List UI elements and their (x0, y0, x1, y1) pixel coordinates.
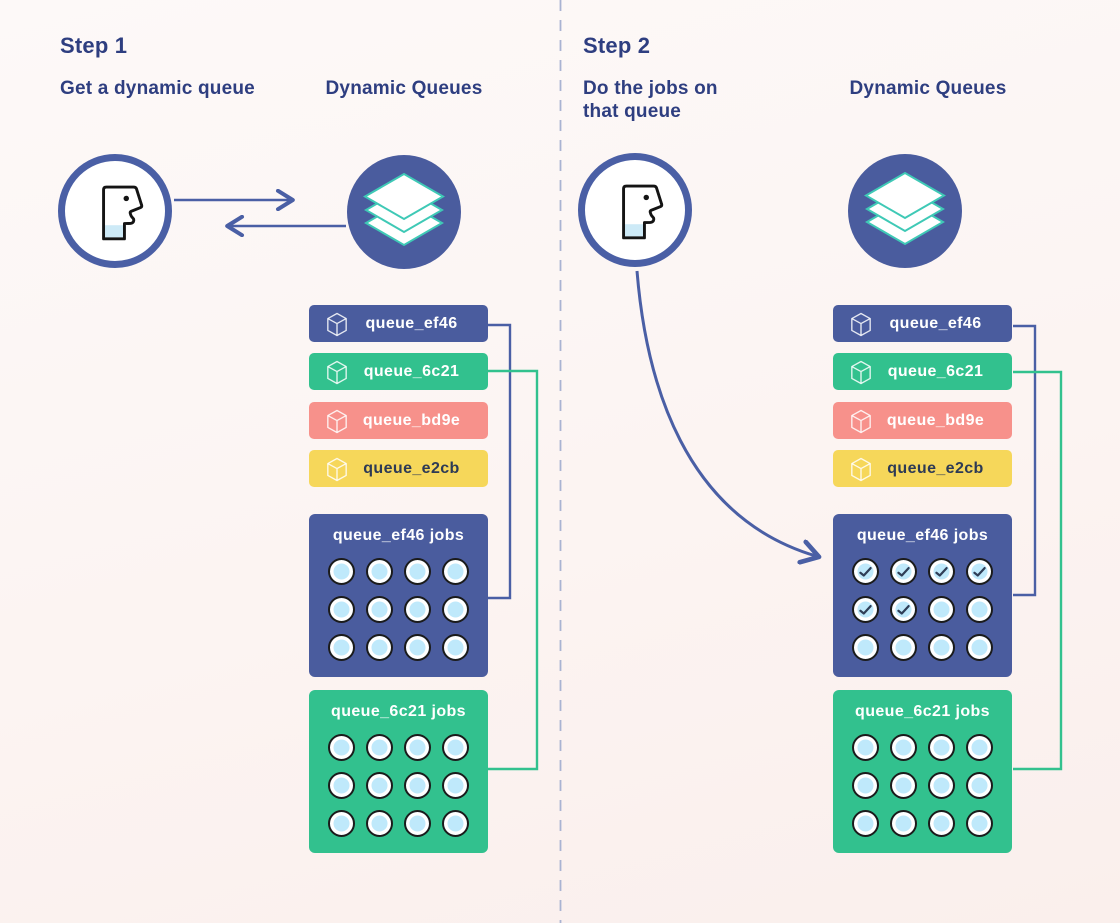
connector-step1-queue-ef46 (488, 323, 512, 600)
arrow-person-to-jobs-curve (635, 270, 816, 556)
connector-step1-queue-6c21 (488, 369, 539, 771)
connector-step2-queue-6c21 (1013, 370, 1063, 771)
connector-step2-queue-ef46 (1013, 324, 1037, 597)
